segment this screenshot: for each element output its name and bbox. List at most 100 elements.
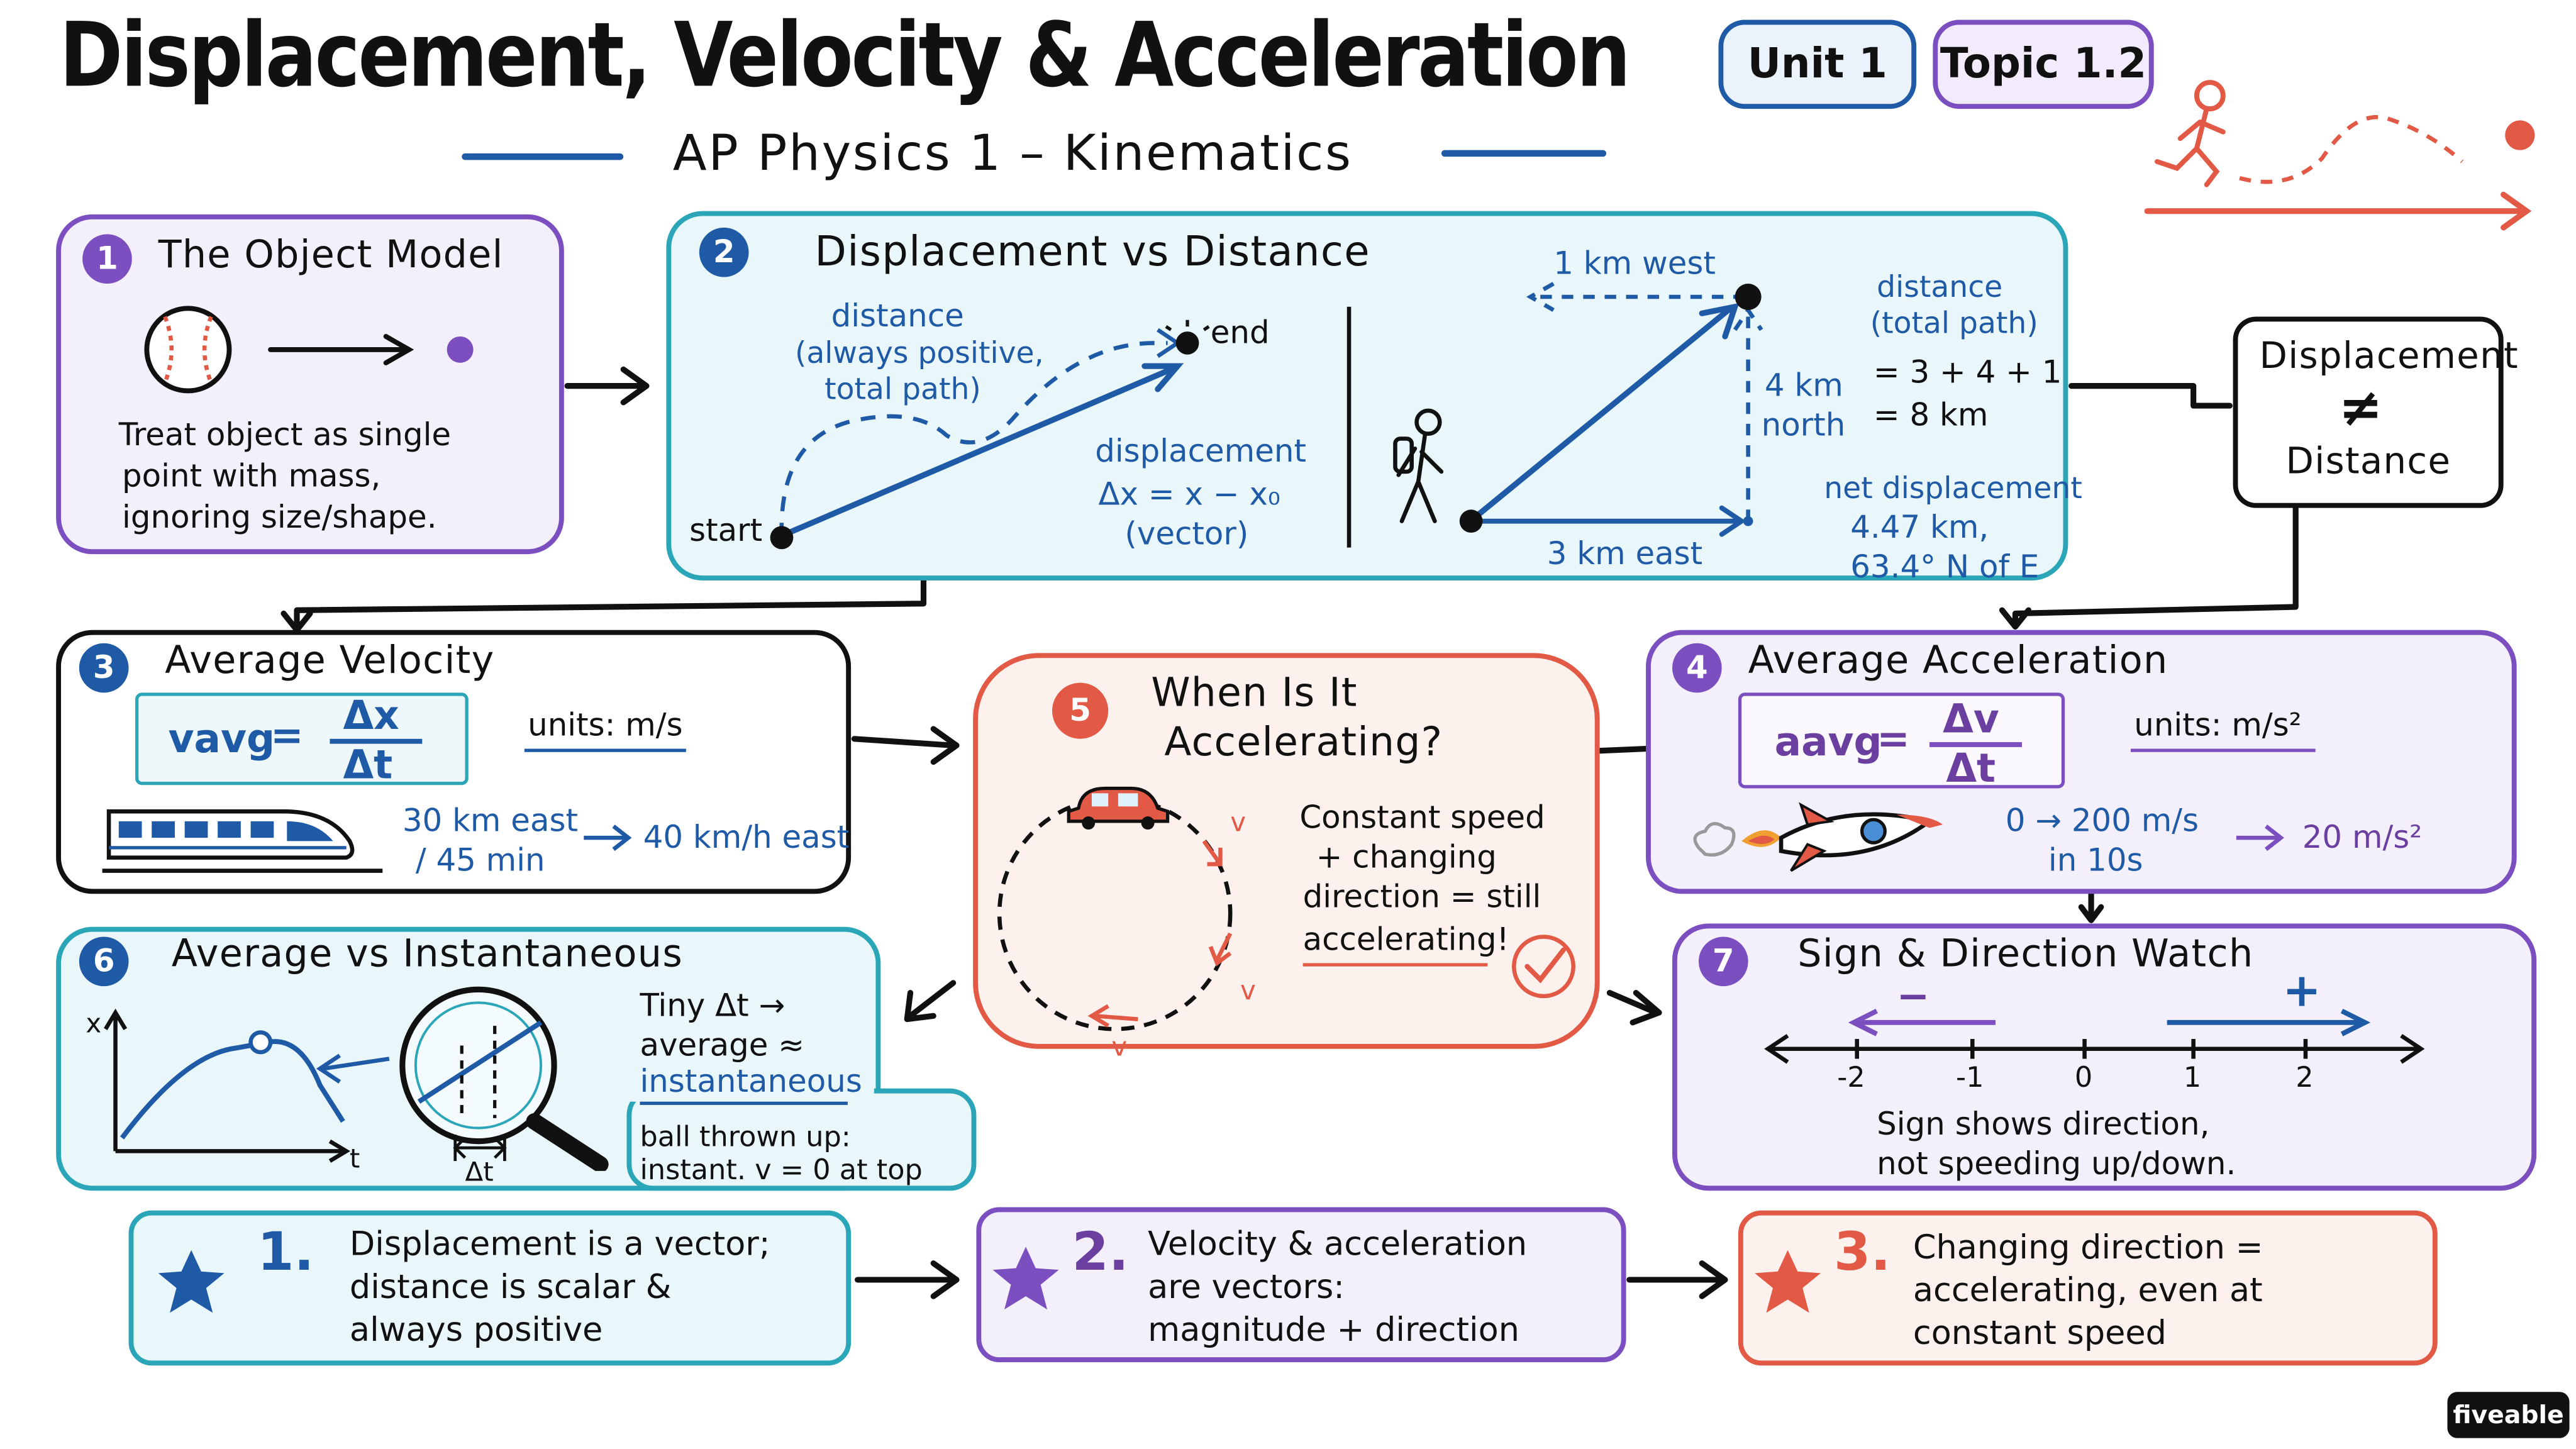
- distance-calc-4: = 8 km: [1873, 397, 1989, 434]
- x-axis-label: x: [86, 1008, 102, 1040]
- acceleration-result: 20 m/s²: [2302, 819, 2423, 856]
- distance-label-2: (always positive,: [794, 336, 1044, 372]
- displacement-path-diagram: [770, 282, 1763, 550]
- object-model-title: The Object Model: [158, 234, 504, 277]
- side-note-line1: Displacement: [2259, 336, 2519, 378]
- acceleration-formula: [1738, 692, 2065, 789]
- distance-label-3: total path): [824, 372, 981, 408]
- rocket-icon: [1693, 802, 1943, 872]
- tick-label-2: 2: [2296, 1062, 2314, 1096]
- takeaway-3: [1738, 1210, 2438, 1366]
- displacement-label-1: displacement: [1095, 433, 1306, 470]
- takeaway-3-line1: Changing direction =: [1913, 1226, 2263, 1267]
- when-accelerating-desc-1: Constant speed: [1299, 799, 1545, 836]
- acceleration-formula-lhs: aavg: [1774, 719, 1882, 765]
- tick-label-neg1: -1: [1956, 1062, 1984, 1096]
- check-icon: [1511, 935, 1575, 999]
- takeaway-1-line1: Displacement is a vector;: [349, 1223, 770, 1263]
- north-label-2: north: [1761, 407, 1846, 444]
- unit-pill: Unit 1: [1718, 19, 1917, 109]
- object-model-desc-3: ignoring size/shape.: [122, 499, 437, 536]
- sign-direction-title: Sign & Direction Watch: [1797, 933, 2254, 977]
- object-model-box: [56, 214, 564, 555]
- tick-label-1: 1: [2183, 1062, 2202, 1096]
- velocity-units-underline: [524, 748, 686, 752]
- acceleration-formula-num: Δv: [1943, 696, 1999, 743]
- when-accelerating-desc-3: direction = still: [1302, 879, 1541, 916]
- when-accelerating-title-2: Accelerating?: [1164, 719, 1443, 765]
- step-badge-3: 3: [79, 643, 129, 693]
- brand-logo: fiveable: [2447, 1392, 2570, 1438]
- subtitle-underline-right: [1441, 150, 1607, 157]
- page-title: Displacement, Velocity & Acceleration: [59, 3, 1631, 108]
- acceleration-formula-den: Δt: [1946, 745, 1996, 792]
- acceleration-example-1: 0 → 200 m/s: [2005, 803, 2199, 840]
- circular-motion-diagram: [997, 786, 1233, 1031]
- acceleration-units-underline: [2131, 748, 2316, 752]
- takeaway-2: [976, 1207, 1626, 1363]
- takeaway-2-line2: are vectors:: [1148, 1266, 1345, 1306]
- acceleration-result-arrow: [2236, 824, 2284, 852]
- distance-calc-3: = 3 + 4 + 1: [1873, 354, 2062, 391]
- velocity-vector-label-2: v: [1240, 974, 1256, 1006]
- car-icon: [1067, 786, 1170, 830]
- acceleration-example-2: in 10s: [2048, 842, 2143, 879]
- star-icon-purple: [992, 1246, 1059, 1310]
- displacement-box: [666, 211, 2068, 581]
- step-badge-5: 5: [1052, 682, 1109, 739]
- distance-label-1: distance: [831, 298, 964, 335]
- velocity-example-2: / 45 min: [415, 842, 545, 879]
- takeaway-1: [128, 1210, 852, 1366]
- displacement-label-3: (vector): [1124, 516, 1249, 553]
- velocity-fraction-bar: [330, 738, 423, 744]
- velocity-vector-label-3: v: [1111, 1030, 1128, 1062]
- subtitle-underline-left: [462, 153, 624, 160]
- velocity-formula-den: Δt: [343, 742, 393, 789]
- distance-calc-1: distance: [1877, 270, 2003, 306]
- distance-calc-2: (total path): [1870, 306, 2038, 341]
- takeaway-1-line2: distance is scalar &: [349, 1266, 672, 1306]
- when-accelerating-desc-4: accelerating!: [1302, 921, 1509, 958]
- net-displacement-3: 63.4° N of E: [1850, 549, 2040, 586]
- tick-label-neg2: -2: [1837, 1062, 1865, 1096]
- model-arrow-icon: [268, 334, 474, 365]
- velocity-vector-label-1: v: [1230, 806, 1246, 838]
- takeaway-2-line1: Velocity & acceleration: [1148, 1223, 1528, 1263]
- runner-icon: [2144, 80, 2535, 231]
- object-model-desc-1: Treat object as single: [118, 417, 452, 454]
- instantaneous-underline: [640, 1101, 848, 1105]
- takeaway-1-line3: always positive: [349, 1309, 603, 1350]
- acceleration-formula-eq: =: [1877, 716, 1910, 762]
- number-line: [1764, 1008, 2425, 1064]
- step-badge-6: 6: [79, 936, 129, 987]
- step-badge-4: 4: [1672, 643, 1722, 693]
- tiny-dt-note-3: instantaneous: [640, 1063, 862, 1101]
- tick-label-0: 0: [2074, 1062, 2093, 1096]
- displacement-neq-distance-note: [2233, 316, 2504, 508]
- page-subtitle: AP Physics 1 – Kinematics: [672, 125, 1353, 184]
- step-badge-1: 1: [82, 234, 132, 284]
- sign-direction-desc-2: not speeding up/down.: [1877, 1146, 2236, 1183]
- train-icon: [102, 809, 383, 873]
- hiker-icon: [1393, 408, 1444, 523]
- displacement-title: Displacement vs Distance: [814, 227, 1370, 275]
- acceleration-units: units: m/s²: [2134, 707, 2302, 744]
- north-label-1: 4 km: [1764, 367, 1843, 404]
- sign-direction-desc-1: Sign shows direction,: [1877, 1106, 2210, 1143]
- velocity-result: 40 km/h east: [643, 819, 850, 856]
- velocity-result-arrow: [584, 824, 632, 852]
- takeaway-3-line3: constant speed: [1913, 1313, 2167, 1353]
- takeaway-3-number: 3.: [1833, 1220, 1891, 1284]
- step-badge-7: 7: [1698, 936, 1748, 987]
- when-accelerating-title-1: When Is It: [1151, 669, 1358, 716]
- start-label: start: [689, 513, 763, 550]
- velocity-units: units: m/s: [528, 707, 683, 744]
- when-accelerating-desc-2: + changing: [1316, 839, 1497, 876]
- velocity-formula: [135, 692, 469, 786]
- average-acceleration-title: Average Acceleration: [1748, 640, 2168, 683]
- baseball-icon: [144, 306, 232, 394]
- net-displacement-2: 4.47 km,: [1850, 509, 1989, 546]
- side-note-line2: Distance: [2285, 441, 2451, 484]
- ball-note-2: instant. v = 0 at top: [640, 1154, 923, 1188]
